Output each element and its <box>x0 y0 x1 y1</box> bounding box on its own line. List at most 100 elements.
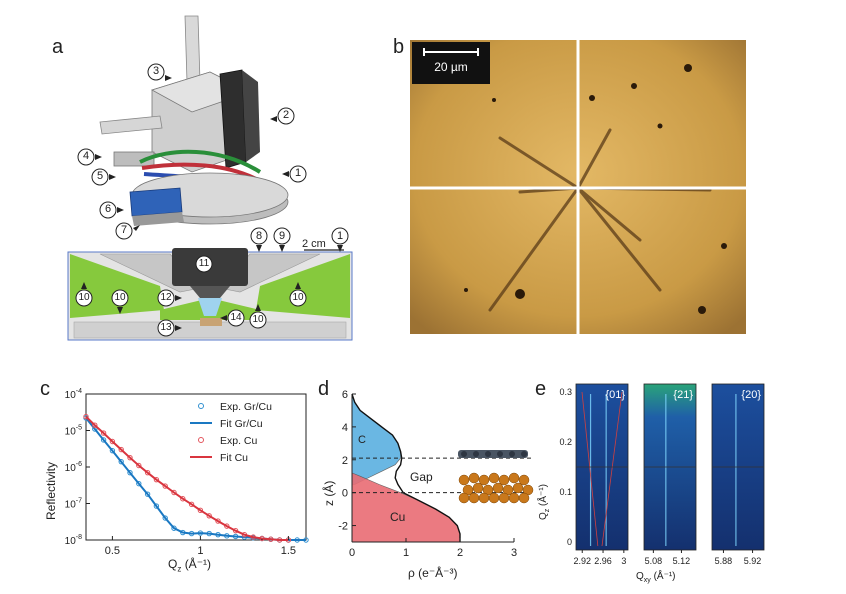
x-tick-label: 5.88 <box>715 556 733 566</box>
x-tick-label: 5.92 <box>744 556 762 566</box>
data-point <box>109 438 116 445</box>
y-tick-label: 0.1 <box>559 487 572 497</box>
x-tick-label: 3 <box>621 556 626 566</box>
x-tick-label: 1 <box>403 547 409 559</box>
legend-label: Exp. Cu <box>220 435 258 447</box>
cross-section-callouts <box>75 227 349 337</box>
callout-label: 1 <box>336 230 344 242</box>
callout-marker <box>115 222 140 240</box>
callout-marker <box>99 201 124 219</box>
panel-letter-b: b <box>393 36 405 58</box>
panel-letter-c: c <box>40 378 50 400</box>
callout-label: 10 <box>292 292 304 303</box>
y-tick-label: 10-4 <box>65 388 82 401</box>
callout-marker <box>111 289 129 314</box>
micrograph-scale-label: 20 µm <box>434 60 468 74</box>
data-point <box>162 483 168 489</box>
callout-label: 1 <box>294 167 302 179</box>
callout-marker <box>75 282 93 307</box>
callout-label: 10 <box>78 292 90 303</box>
callout-marker <box>270 107 295 125</box>
data-point <box>215 518 221 524</box>
data-point <box>136 462 142 469</box>
x-tick-label: 0 <box>349 547 355 559</box>
callout-label: 14 <box>230 312 242 323</box>
x-tick-label: 0.5 <box>105 545 120 557</box>
map-title: {01} <box>605 389 625 401</box>
callout-marker <box>220 309 245 327</box>
x-tick-label: 3 <box>511 547 517 559</box>
data-point <box>144 469 151 476</box>
graphene-layer-illustration <box>458 450 528 458</box>
data-point <box>83 413 89 420</box>
y-tick-label: 2 <box>342 455 348 467</box>
x-tick-label: 5.12 <box>673 556 691 566</box>
data-point <box>162 515 168 521</box>
legend-label: Exp. Gr/Cu <box>220 401 272 413</box>
apparatus-3d-illustration <box>99 15 289 226</box>
e-ylabel: Qz (Å⁻¹) <box>538 483 551 520</box>
series-total <box>351 393 461 542</box>
data-point <box>109 447 116 454</box>
callout-label: 13 <box>160 322 172 333</box>
series-line <box>85 417 306 541</box>
callout-label: 10 <box>114 292 126 303</box>
legend-label: Fit Gr/Cu <box>220 418 263 430</box>
callout-marker <box>250 227 268 252</box>
x-tick-label: 2.92 <box>573 556 591 566</box>
callout-marker <box>331 227 349 252</box>
optical-micrograph <box>410 40 746 334</box>
x-tick-label: 2.96 <box>594 556 612 566</box>
d-xlabel: ρ (e⁻Å⁻³) <box>408 566 458 580</box>
data-point <box>127 469 133 476</box>
y-tick-label: 0 <box>567 537 572 547</box>
data-point <box>136 480 142 487</box>
guide-line <box>601 391 623 547</box>
callout-label: 11 <box>198 258 210 269</box>
data-point <box>118 446 124 453</box>
plot-frame <box>85 393 307 541</box>
apparatus-callouts <box>77 63 307 240</box>
callout-label: 5 <box>96 170 104 182</box>
callout-label: 4 <box>82 150 90 162</box>
x-tick-label: 5.08 <box>645 556 663 566</box>
panel-letter-e: e <box>535 378 547 400</box>
c-ylabel: Reflectivity <box>44 461 58 520</box>
callout-label: 8 <box>255 230 263 242</box>
d-ylabel: z (Å) <box>322 480 336 506</box>
y-tick-label: 6 <box>342 389 348 401</box>
x-tick-label: 1.5 <box>281 545 296 557</box>
copper-lattice-illustration <box>458 472 534 504</box>
y-tick-label: 4 <box>342 422 348 434</box>
data-point <box>92 422 98 428</box>
callout-label: 2 <box>282 109 290 121</box>
callout-marker <box>77 148 102 166</box>
callout-marker <box>157 319 182 337</box>
data-point <box>144 491 151 497</box>
map-title: {21} <box>673 389 693 401</box>
data-point <box>206 513 212 519</box>
callout-label: 12 <box>160 292 172 303</box>
region-label-cu: Cu <box>390 510 406 524</box>
guide-line <box>581 391 599 547</box>
y-tick-label: 0.2 <box>559 437 572 447</box>
y-tick-label: 0.3 <box>559 387 572 397</box>
e-xlabel: Qxy (Å⁻¹) <box>636 571 676 584</box>
callout-label: 10 <box>252 314 264 325</box>
data-point <box>188 501 195 508</box>
data-point <box>118 458 124 465</box>
callout-marker <box>249 304 267 329</box>
data-point <box>171 489 177 496</box>
map-title: {20} <box>741 389 761 401</box>
callout-marker <box>273 227 291 252</box>
y-tick-label: 10-5 <box>65 425 82 438</box>
y-tick-label: 0 <box>342 488 348 500</box>
series-line <box>85 415 289 541</box>
callout-marker <box>91 168 116 186</box>
c-xlabel: Qz (Å⁻¹) <box>168 557 212 574</box>
y-tick-label: 10-8 <box>65 534 82 547</box>
data-point <box>92 426 98 432</box>
data-point <box>100 430 107 436</box>
